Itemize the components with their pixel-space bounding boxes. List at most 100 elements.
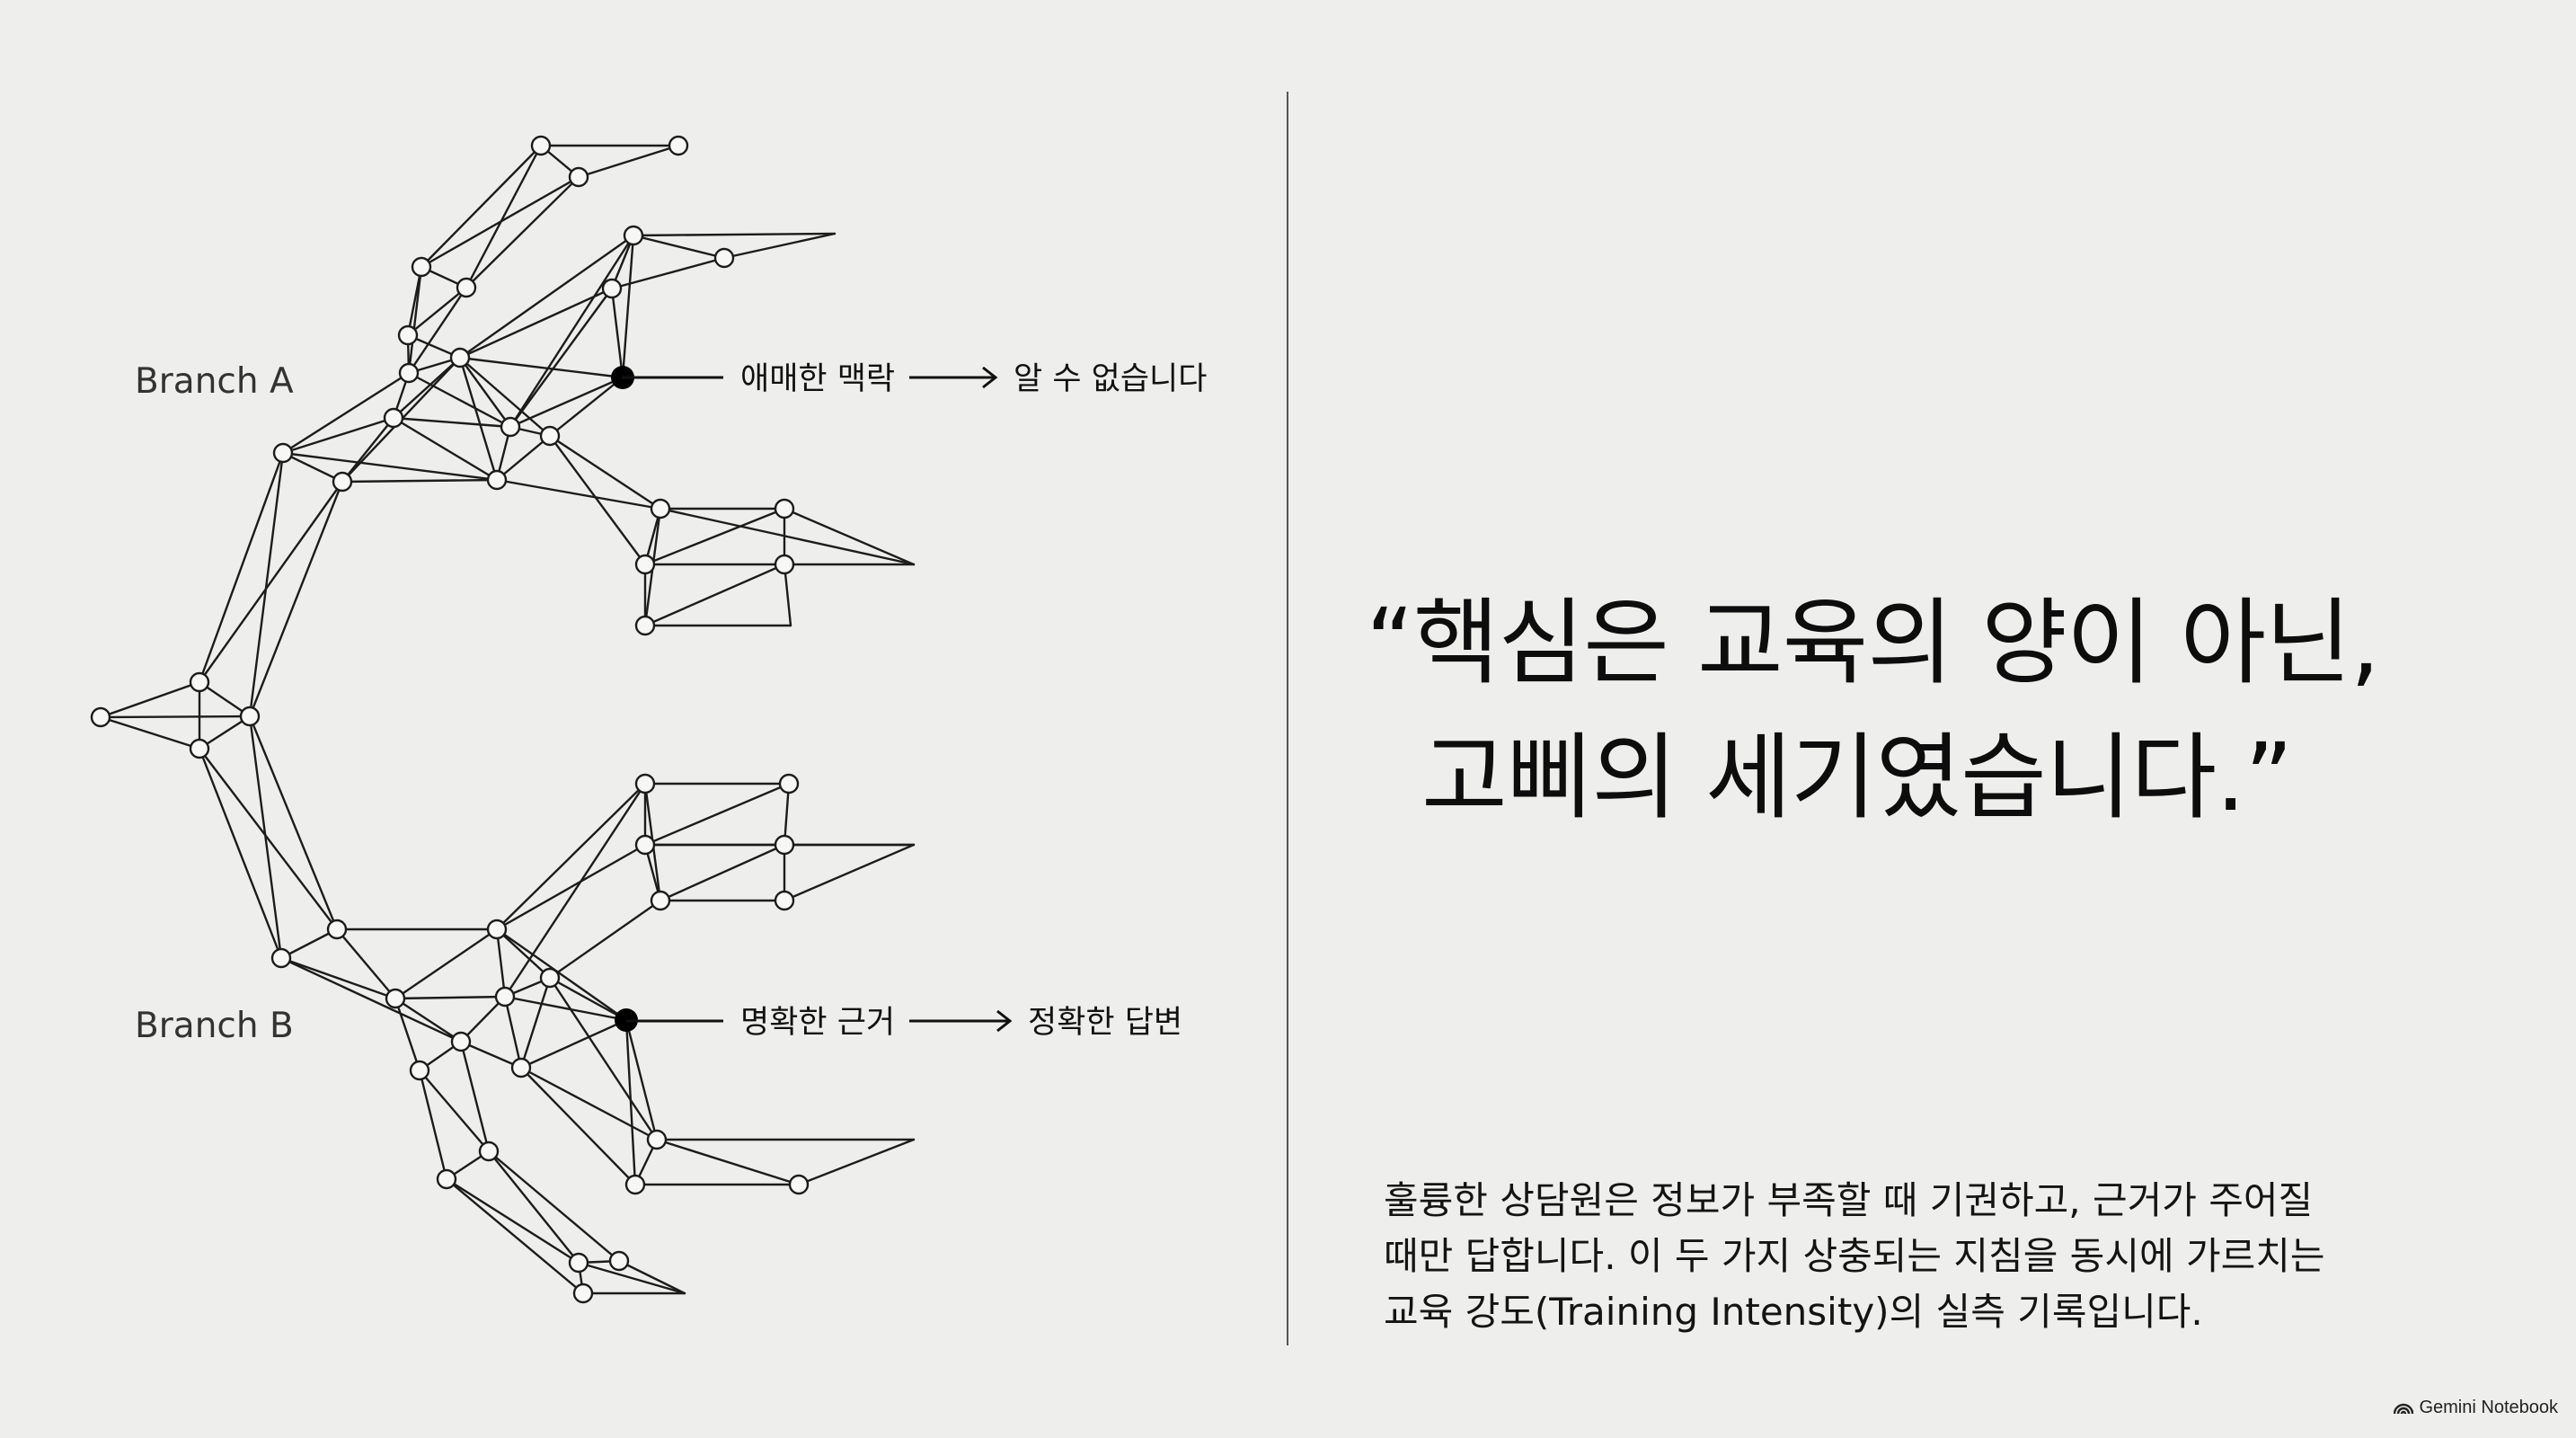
network-edge (279, 956, 397, 1000)
network-edge (783, 843, 916, 902)
network-edge (548, 434, 662, 510)
network-edge (418, 1069, 491, 1153)
branch-b-input-text: 명확한 근거 (740, 1005, 895, 1041)
network-edge (394, 928, 499, 1000)
network-edge (495, 434, 552, 482)
network-node (500, 416, 521, 438)
network-edge (548, 976, 628, 1022)
network-edge (495, 928, 628, 1022)
network-edge (392, 416, 499, 482)
network-edge (406, 286, 468, 337)
network-node (449, 347, 471, 368)
network-node (486, 919, 508, 940)
network-node (326, 919, 348, 940)
network-node (778, 773, 800, 794)
brand-watermark: Gemini Notebook (2394, 1398, 2558, 1418)
network-node (189, 671, 210, 693)
network-edge (99, 715, 201, 750)
network-edge (420, 144, 543, 269)
network-nodes (90, 135, 810, 1304)
network-edge (643, 507, 786, 566)
network-node (450, 1031, 472, 1052)
network-edge (99, 715, 252, 719)
network-edge (519, 1018, 628, 1070)
network-edge (458, 356, 624, 379)
headline-quote-line-1: “핵심은 교육의 양이 아닌, (1366, 588, 2380, 697)
branch-b-output-text: 정확한 답변 (1028, 1005, 1182, 1041)
network-edge (335, 928, 397, 1000)
network-edge (621, 234, 635, 379)
network-edge (198, 680, 252, 718)
description-paragraph: 훌륭한 상담원은 정보가 부족할 때 기권하고, 근거가 주어질 때만 답합니다… (1384, 1173, 2462, 1340)
network-edge (281, 416, 395, 455)
network-edge (659, 507, 916, 566)
network-node (624, 1174, 646, 1195)
network-node (272, 442, 294, 464)
network-edge (577, 144, 680, 179)
network-edge (458, 356, 512, 429)
network-node (411, 256, 432, 278)
network-node (650, 890, 671, 911)
network-edge (503, 995, 628, 1022)
network-node (788, 1174, 810, 1195)
network-edge (519, 1066, 659, 1141)
network-edge (392, 356, 462, 420)
network-edge (509, 376, 624, 429)
network-node (774, 554, 795, 575)
network-edge (418, 1069, 448, 1181)
network-edge (632, 234, 726, 260)
brand-name: Gemini Notebook (2419, 1398, 2558, 1417)
network-edge (632, 232, 837, 237)
network-edge (465, 175, 580, 289)
network-edge (198, 451, 285, 684)
network-node (385, 988, 406, 1009)
network-node (572, 1283, 594, 1304)
network-edge (797, 1138, 916, 1186)
network-edge (465, 144, 543, 289)
network-edge (281, 451, 499, 482)
branch-a-output-text: 알 수 없습니다 (1014, 361, 1207, 397)
network-edge (610, 287, 624, 379)
network-node (539, 967, 561, 989)
network-edge (722, 232, 837, 260)
description-line-2: 때만 답합니다. 이 두 가지 상충되는 지침을 동시에 가르치는 (1384, 1234, 2325, 1278)
network-edge (610, 256, 726, 290)
network-node (530, 135, 552, 156)
network-node (539, 425, 561, 447)
network-edge (495, 843, 647, 931)
network-node (494, 986, 516, 1007)
network-edge (487, 1150, 621, 1263)
branching-network-diagram: Branch A Branch B 애매한 맥락 알 수 없습니다 명확한 근거… (90, 135, 1207, 1304)
network-edge (783, 507, 916, 566)
network-node (409, 1060, 430, 1081)
network-edge (248, 715, 339, 931)
network-node (510, 1057, 532, 1078)
network-node (774, 834, 795, 856)
network-node (436, 1168, 457, 1190)
network-node (634, 554, 656, 575)
network-node (634, 615, 656, 636)
network-node (398, 362, 420, 384)
network-edge (392, 416, 512, 429)
network-edge (281, 451, 344, 484)
network-edge (548, 434, 647, 566)
network-edge (783, 563, 792, 627)
network-edge (198, 480, 344, 684)
network-edge (407, 286, 468, 375)
network-edge (495, 782, 647, 931)
network-edge (394, 995, 507, 1000)
network-edge (659, 843, 786, 902)
network-node (774, 890, 795, 911)
network-edge (407, 265, 423, 375)
network-edge (341, 416, 395, 484)
network-node (713, 247, 735, 269)
network-edge (495, 928, 552, 980)
branch-a-input-text: 애매한 맥락 (740, 361, 895, 397)
network-node (478, 1141, 500, 1162)
network-edge (655, 1138, 801, 1186)
network-edge (279, 928, 339, 960)
description-line-3: 교육 강도(Training Intensity)의 실측 기록입니다. (1384, 1290, 2203, 1334)
network-edge (509, 234, 635, 429)
network-edge (459, 995, 507, 1043)
network-edge (459, 1040, 491, 1153)
